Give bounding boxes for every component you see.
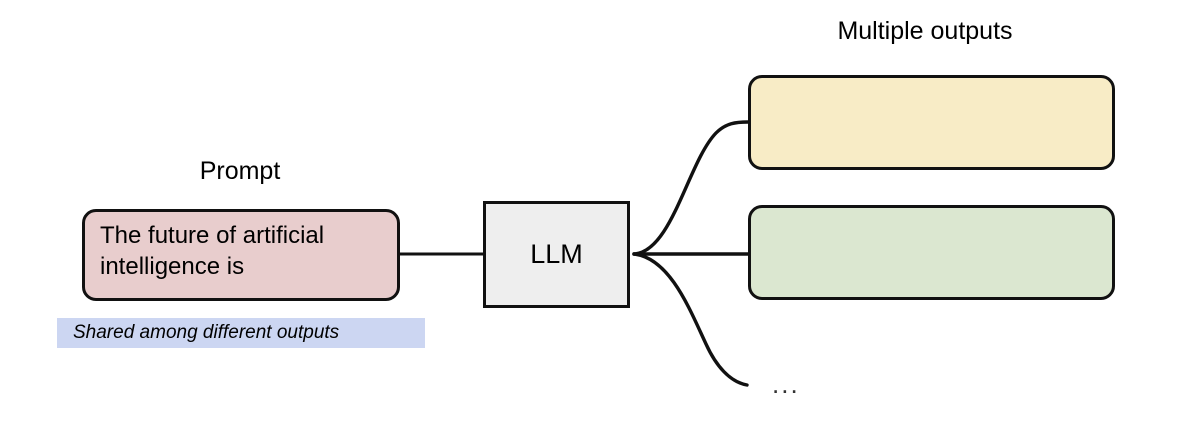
edge-llm-to-output-1 bbox=[632, 120, 750, 256]
llm-label: LLM bbox=[530, 239, 583, 269]
more-outputs-ellipsis: ... bbox=[772, 369, 800, 399]
prompt-text: The future of artificial intelligence is bbox=[100, 222, 325, 281]
output-box-2[interactable] bbox=[748, 205, 1115, 300]
shared-note-text: Shared among different outputs bbox=[73, 322, 340, 343]
prompt-caption: Prompt bbox=[199, 157, 281, 185]
output-box-1[interactable] bbox=[748, 75, 1115, 170]
outputs-caption: Multiple outputs bbox=[837, 17, 1013, 45]
prompt-box[interactable]: The future of artificial intelligence is bbox=[82, 209, 400, 301]
shared-note-highlight: Shared among different outputs bbox=[57, 318, 425, 348]
edge-llm-to-more-outputs bbox=[632, 252, 749, 387]
llm-box[interactable]: LLM bbox=[483, 201, 630, 308]
